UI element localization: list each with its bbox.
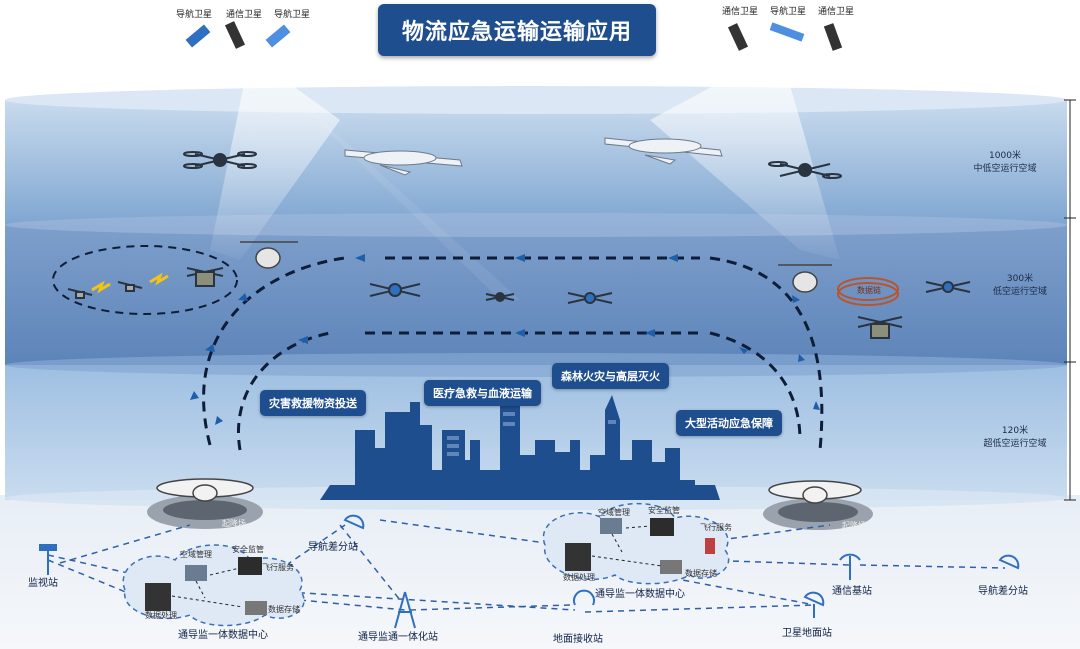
layer-label-120: 120米 超低空运行空域	[955, 425, 1075, 451]
dc-right-storage: 数据存储	[685, 569, 717, 578]
comm-base-station-label: 通信基站	[832, 586, 872, 597]
landing-pad-label-right: 起降场	[842, 521, 866, 530]
layer-altitude: 1000米	[989, 151, 1021, 161]
data-center-left-name: 通导监一体数据中心	[178, 630, 268, 641]
landing-pad-label-left: 起降场	[222, 519, 246, 528]
layer-altitude: 120米	[1001, 426, 1029, 436]
dc-left-processing: 数据处理	[145, 611, 177, 620]
layer-name: 低空运行空域	[992, 287, 1047, 297]
nav-diff-station-label-mid: 导航差分站	[308, 542, 358, 553]
sat-ground-station-label: 卫星地面站	[782, 628, 832, 639]
satellite-label-comm-1: 通信卫星	[226, 10, 263, 20]
dc-left-safety: 安全监管	[232, 545, 264, 554]
application-tag-firefighting: 森林火灾与高层灭火	[552, 363, 669, 389]
layer-name: 中低空运行空域	[973, 164, 1037, 174]
nav-diff-station-label-right: 导航差分站	[978, 586, 1028, 597]
integration-station-label: 通导监通一体化站	[358, 632, 438, 643]
dc-left-airspace: 空域管理	[180, 550, 212, 559]
satellite-label-comm-3: 通信卫星	[818, 7, 855, 17]
satellite-label-nav-2: 导航卫星	[274, 10, 311, 20]
dc-right-flight-service: 飞行服务	[700, 523, 732, 532]
data-center-right-name: 通导监一体数据中心	[595, 589, 685, 600]
dc-left-storage: 数据存储	[268, 605, 300, 614]
satellite-label-nav-3: 导航卫星	[770, 7, 807, 17]
monitor-station-label: 监视站	[28, 578, 58, 589]
dc-right-safety: 安全监管	[648, 506, 680, 515]
layer-altitude: 300米	[1006, 274, 1034, 284]
dc-left-flight-service: 飞行服务	[262, 563, 294, 572]
data-link-label: 数据链	[857, 286, 881, 295]
application-tag-event-support: 大型活动应急保障	[676, 410, 782, 436]
satellite-label-comm-2: 通信卫星	[722, 7, 759, 17]
layer-name: 超低空运行空域	[983, 439, 1047, 449]
dc-right-airspace: 空域管理	[598, 508, 630, 517]
satellite-label-nav-1: 导航卫星	[176, 10, 213, 20]
application-tag-disaster-relief: 灾害救援物资投送	[260, 390, 366, 416]
layer-label-300: 300米 低空运行空域	[960, 273, 1080, 299]
ground-receive-station-label: 地面接收站	[553, 634, 603, 645]
application-tag-medical: 医疗急救与血液运输	[424, 380, 541, 406]
layer-label-1000: 1000米 中低空运行空域	[945, 150, 1065, 176]
diagram-title: 物流应急运输运输应用	[378, 4, 656, 56]
dc-right-processing: 数据处理	[563, 573, 595, 582]
